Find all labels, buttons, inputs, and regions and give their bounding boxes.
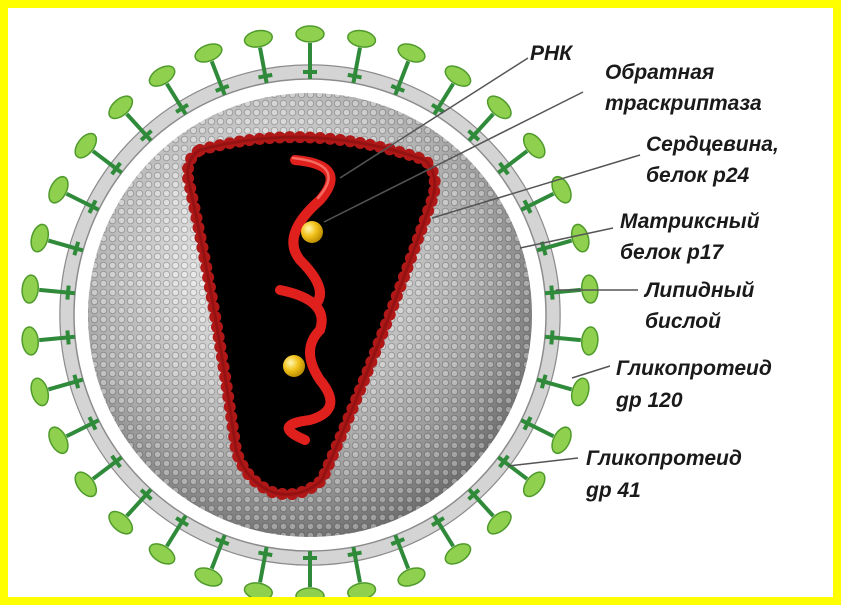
label-rt-line1: Обратная	[605, 61, 714, 84]
glycoprotein-spike	[146, 516, 188, 568]
glycoprotein-spike	[521, 174, 575, 213]
gp120-head	[346, 581, 376, 597]
gp120-head	[193, 565, 225, 590]
leader-gp120	[572, 366, 610, 378]
gp41-anchor	[551, 330, 552, 344]
gp120-head	[71, 130, 101, 162]
gp120-head	[146, 540, 178, 568]
gp120-head	[296, 588, 324, 597]
gp120-head	[548, 424, 575, 456]
glycoprotein-spike	[105, 92, 152, 141]
gp120-head	[569, 222, 592, 253]
gp120-head	[193, 40, 225, 65]
label-lipid-line1: Липидный	[643, 279, 755, 302]
glycoprotein-spike	[71, 456, 122, 500]
label-gp120-line1: Гликопротеид	[616, 357, 772, 380]
gp120-head	[28, 376, 51, 407]
glycoprotein-spike	[71, 130, 122, 174]
label-rna: РНК	[530, 42, 574, 65]
gp120-head	[243, 581, 273, 597]
glycoprotein-spike	[146, 62, 188, 114]
hiv-virion-diagram: РНК Обратная траскриптаза Сердцевина, бе…	[8, 8, 833, 597]
gp120-head	[442, 540, 474, 568]
label-rt-line2: траскриптаза	[605, 92, 762, 115]
glycoprotein-spike	[45, 417, 99, 456]
glycoprotein-spike	[432, 516, 474, 568]
glycoprotein-spike	[469, 92, 516, 141]
gp120-head	[569, 376, 592, 407]
label-core-line2: белок р24	[646, 164, 750, 187]
gp41-anchor	[67, 330, 68, 344]
label-lipid-line2: бислой	[645, 310, 721, 333]
glycoprotein-spike	[498, 130, 549, 174]
label-gp41-line1: Гликопротеид	[586, 447, 742, 470]
gp120-head	[243, 28, 273, 49]
enzyme-ball-lower	[283, 355, 305, 377]
gp120-head	[396, 565, 428, 590]
gp120-head	[519, 130, 549, 162]
label-gp120-line2: gp 120	[615, 389, 683, 412]
glycoprotein-spike	[105, 489, 152, 538]
gp120-head	[442, 62, 474, 90]
diagram-frame: РНК Обратная траскриптаза Сердцевина, бе…	[8, 8, 833, 597]
enzyme-ball-upper	[301, 221, 323, 243]
glycoprotein-spike	[521, 417, 575, 456]
gp120-head	[146, 62, 178, 90]
gp41-anchor	[258, 553, 272, 556]
gp120-head	[519, 468, 549, 500]
gp120-head	[21, 326, 40, 355]
gp41-anchor	[67, 286, 68, 300]
gp120-head	[396, 40, 428, 65]
gp41-anchor	[551, 286, 552, 300]
label-gp41-line2: gp 41	[585, 479, 641, 502]
label-matrix-line2: белок р17	[620, 241, 725, 264]
gp41-anchor	[348, 553, 362, 556]
gp120-head	[581, 274, 600, 303]
gp120-head	[581, 326, 600, 355]
gp120-head	[296, 26, 324, 42]
glycoprotein-spike	[469, 489, 516, 538]
glycoprotein-spike	[45, 174, 99, 213]
gp120-head	[45, 174, 72, 206]
gp120-head	[71, 468, 101, 500]
label-matrix-line1: Матриксный	[620, 210, 760, 233]
label-core-line1: Сердцевина,	[646, 133, 779, 156]
gp41-anchor	[348, 75, 362, 78]
gp120-head	[21, 274, 40, 303]
leader-gp41	[508, 458, 578, 466]
gp120-head	[346, 28, 376, 49]
gp120-head	[28, 222, 51, 253]
gp120-head	[45, 424, 72, 456]
gp41-anchor	[258, 75, 272, 78]
